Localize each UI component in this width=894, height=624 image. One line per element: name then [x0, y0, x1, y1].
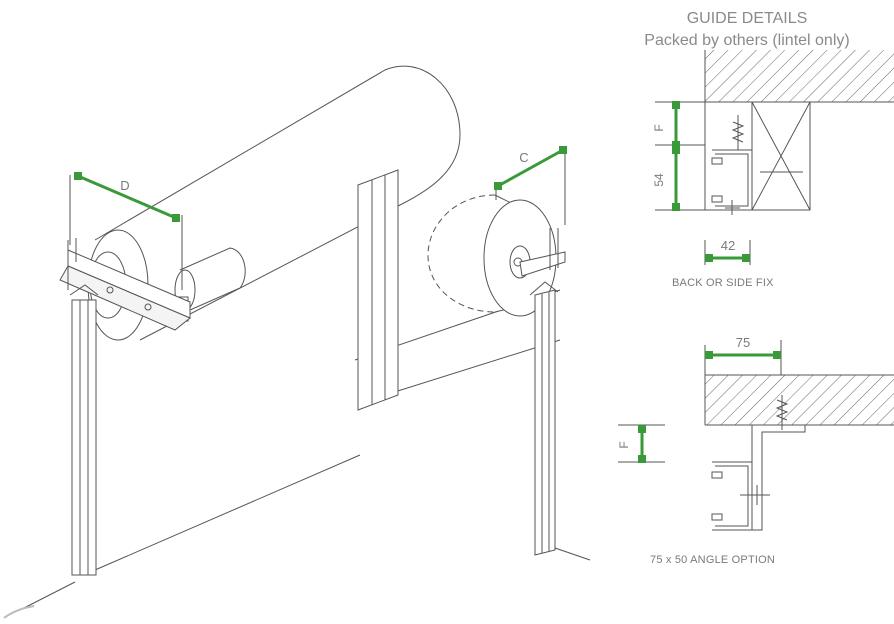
dimension-f-bottom: F [617, 425, 646, 463]
dimension-f-top-label: F [652, 124, 666, 131]
left-guide-post [69, 284, 99, 576]
centre-guide-post [357, 169, 399, 411]
corner-mark [3, 605, 35, 619]
dimension-d-label: D [120, 178, 129, 193]
dimension-c-label: C [519, 150, 528, 165]
dimension-d: D [74, 172, 180, 222]
dimension-f-top: F [652, 101, 680, 149]
caption-back-side-fix: BACK OR SIDE FIX [672, 277, 774, 289]
left-bracket [59, 238, 191, 331]
floor-line-right [94, 454, 361, 571]
lintel-hatch-bottom [705, 375, 894, 425]
dimension-75: 75 [705, 335, 781, 359]
lintel-hatch-top [705, 50, 894, 102]
guide-subtitle-line: Packed by others (lintel only) [644, 32, 850, 49]
dimension-42: 42 [705, 238, 750, 262]
middle-roller-assembly [427, 150, 591, 561]
dimension-54-label: 54 [652, 173, 666, 187]
floor-line-left [19, 581, 76, 611]
dimension-42-label: 42 [721, 238, 735, 253]
dimension-75-label: 75 [736, 335, 750, 350]
back-side-fix-detail [655, 50, 894, 265]
left-roller-assembly [19, 65, 561, 611]
dimension-54: 54 [652, 146, 680, 211]
caption-angle-option: 75 x 50 ANGLE OPTION [650, 554, 776, 566]
dimension-f-bottom-label: F [617, 441, 631, 448]
guide-details-title: GUIDE DETAILS Packed by others (lintel o… [600, 8, 894, 52]
guide-title-line: GUIDE DETAILS [686, 10, 808, 27]
dimension-c: C [494, 146, 567, 190]
angle-option-detail [618, 340, 894, 531]
